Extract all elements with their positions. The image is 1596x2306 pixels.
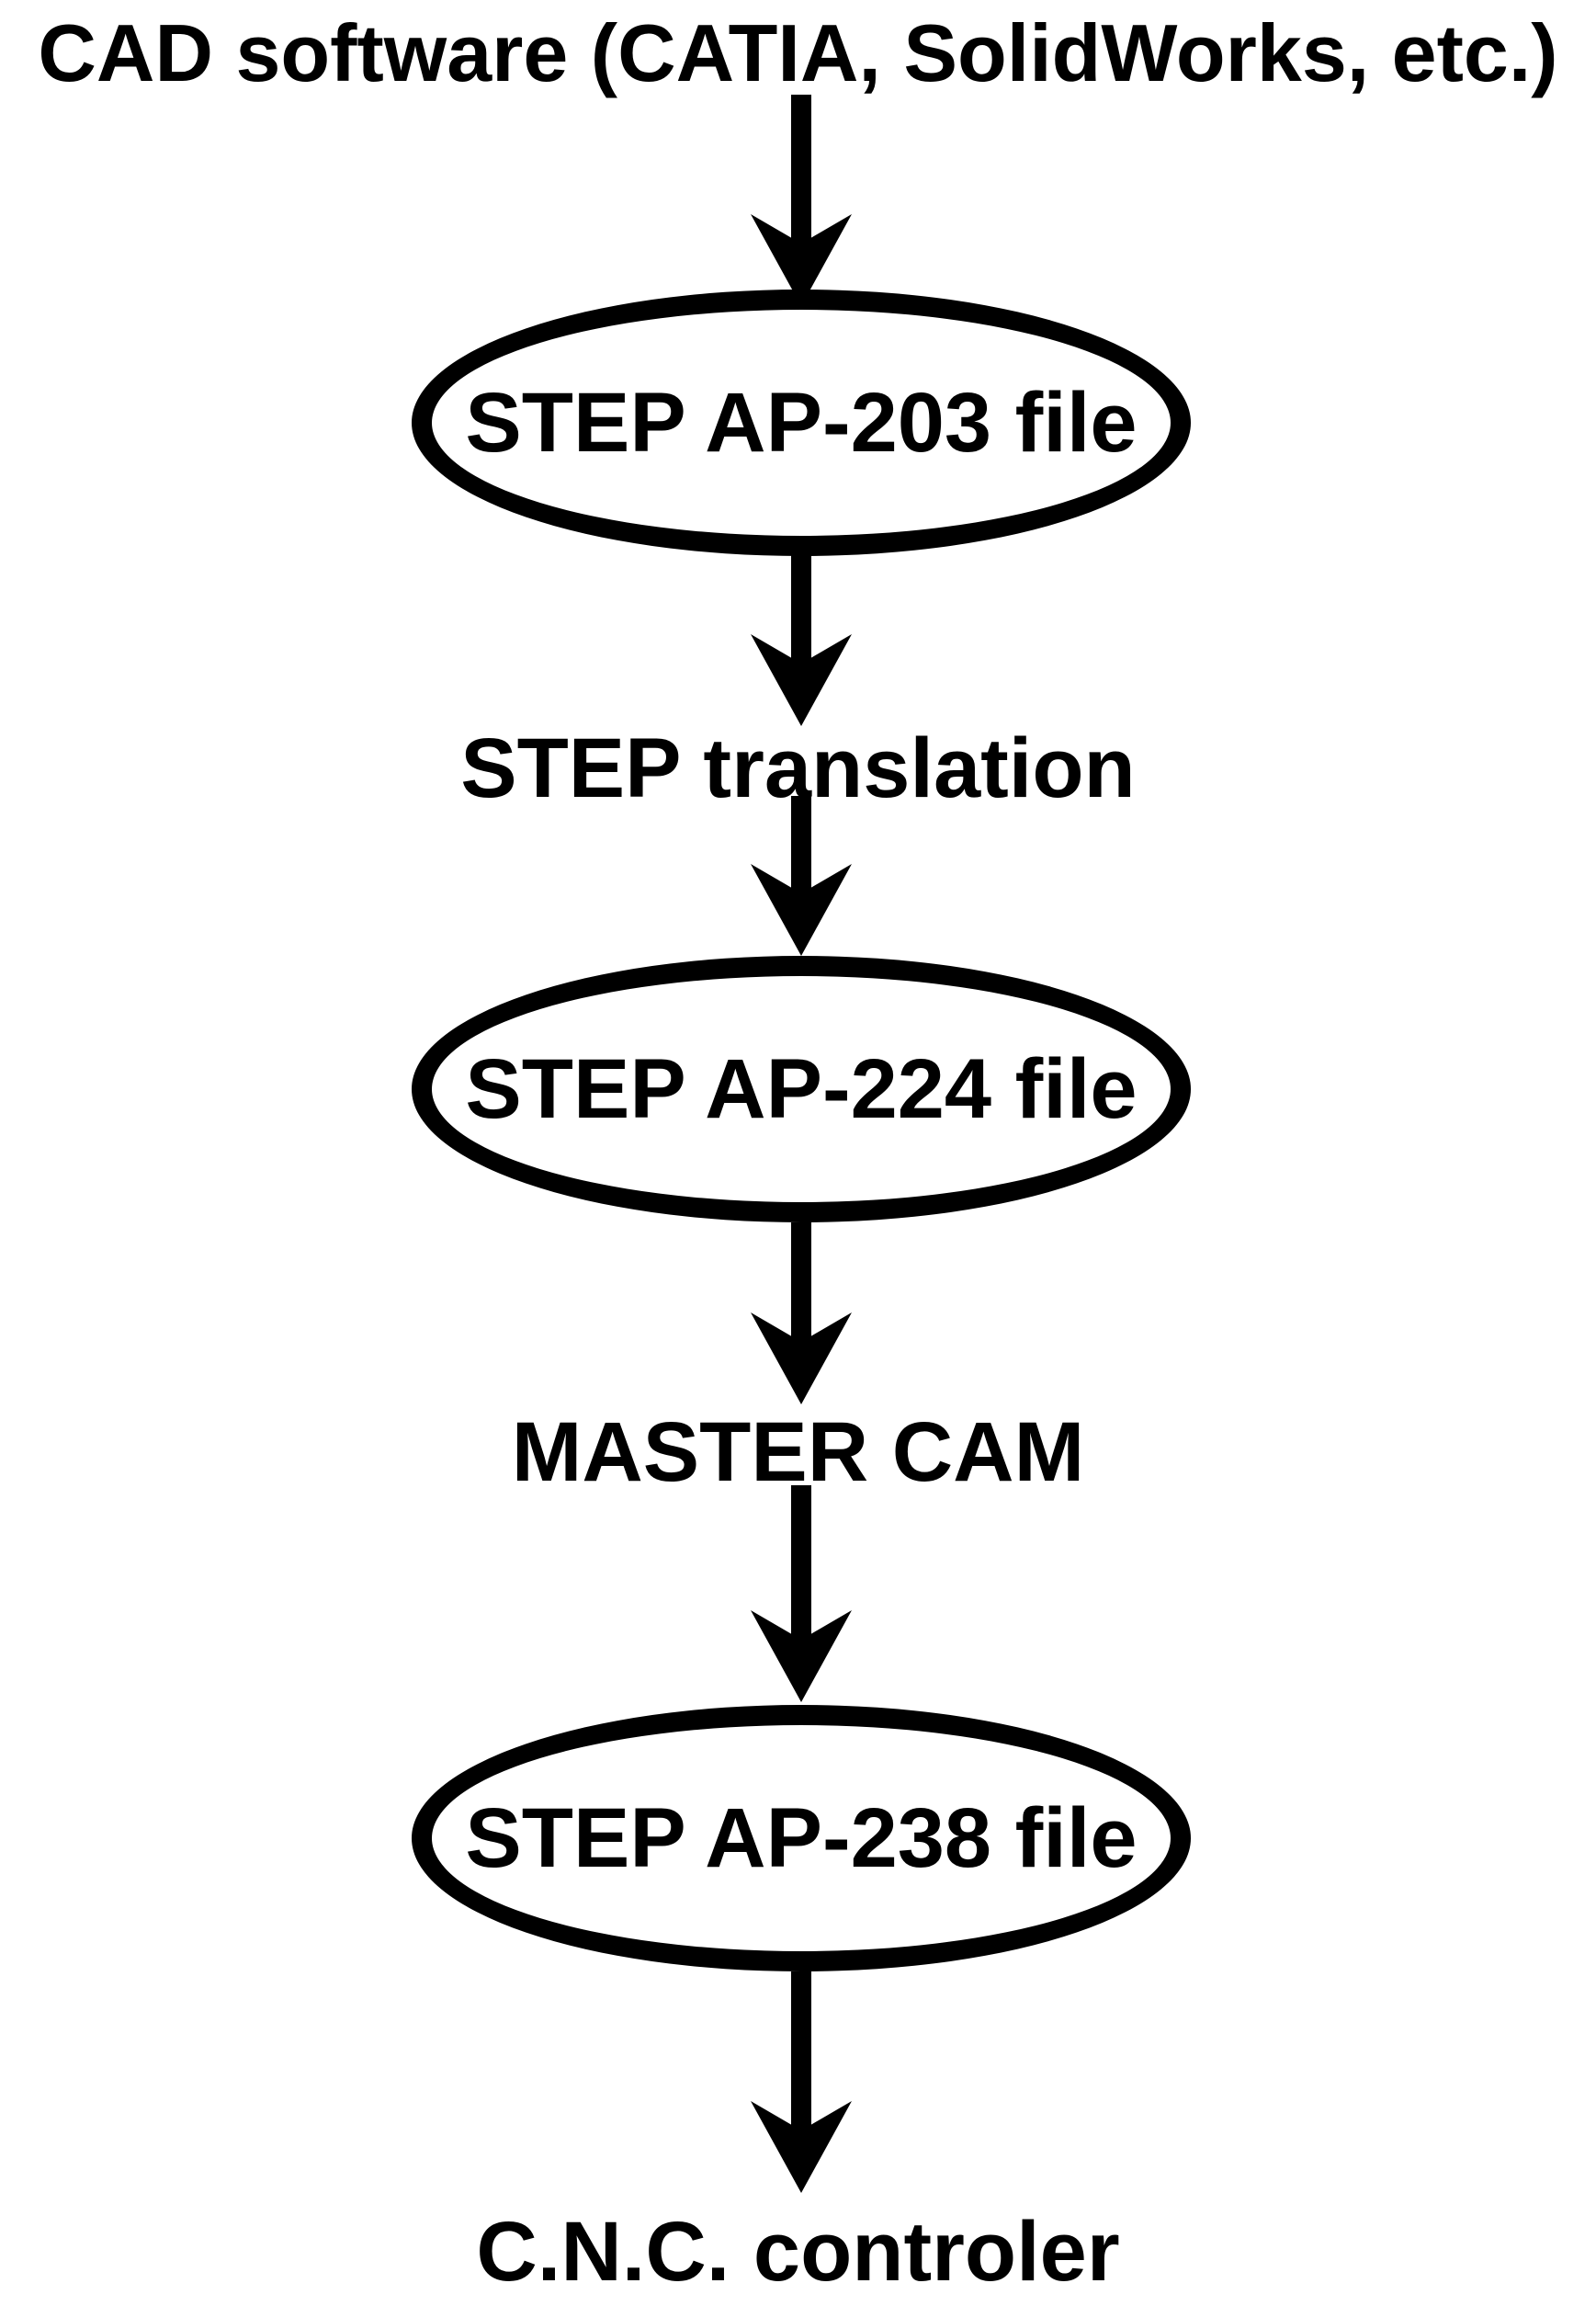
arrow-mastercam-to-ap238 [751, 1485, 852, 1702]
arrow-head-icon [751, 634, 852, 726]
node-cad-software: CAD software (CATIA, SolidWorks, etc.) [38, 7, 1558, 98]
node-step-ap-224: STEP AP-224 file [412, 956, 1191, 1222]
arrow-head-icon [751, 1312, 852, 1404]
arrow-ap238-to-cnc [751, 1971, 852, 2193]
arrow-shaft [791, 1971, 811, 2130]
node-step-ap-224-label: STEP AP-224 file [465, 1042, 1138, 1136]
arrow-shaft [791, 1485, 811, 1640]
arrow-head-icon [751, 864, 852, 956]
arrow-head-icon [751, 1610, 852, 1702]
arrow-shaft [791, 1222, 811, 1342]
node-master-cam: MASTER CAM [511, 1405, 1085, 1499]
arrow-ap203-to-translation [751, 550, 852, 726]
node-step-ap-203-label: STEP AP-203 file [465, 376, 1138, 470]
arrow-shaft [791, 95, 811, 244]
node-cnc-controller: C.N.C. controler [476, 2205, 1120, 2299]
arrow-head-icon [751, 2101, 852, 2193]
arrow-ap224-to-mastercam [751, 1222, 852, 1404]
node-step-translation: STEP translation [460, 721, 1136, 815]
node-step-ap-203: STEP AP-203 file [412, 290, 1191, 556]
node-step-ap-238-label: STEP AP-238 file [465, 1791, 1138, 1885]
arrow-cad-to-ap203 [751, 95, 852, 306]
arrow-shaft [791, 550, 811, 664]
arrow-translation-to-ap224 [751, 796, 852, 956]
node-step-ap-238: STEP AP-238 file [412, 1705, 1191, 1971]
